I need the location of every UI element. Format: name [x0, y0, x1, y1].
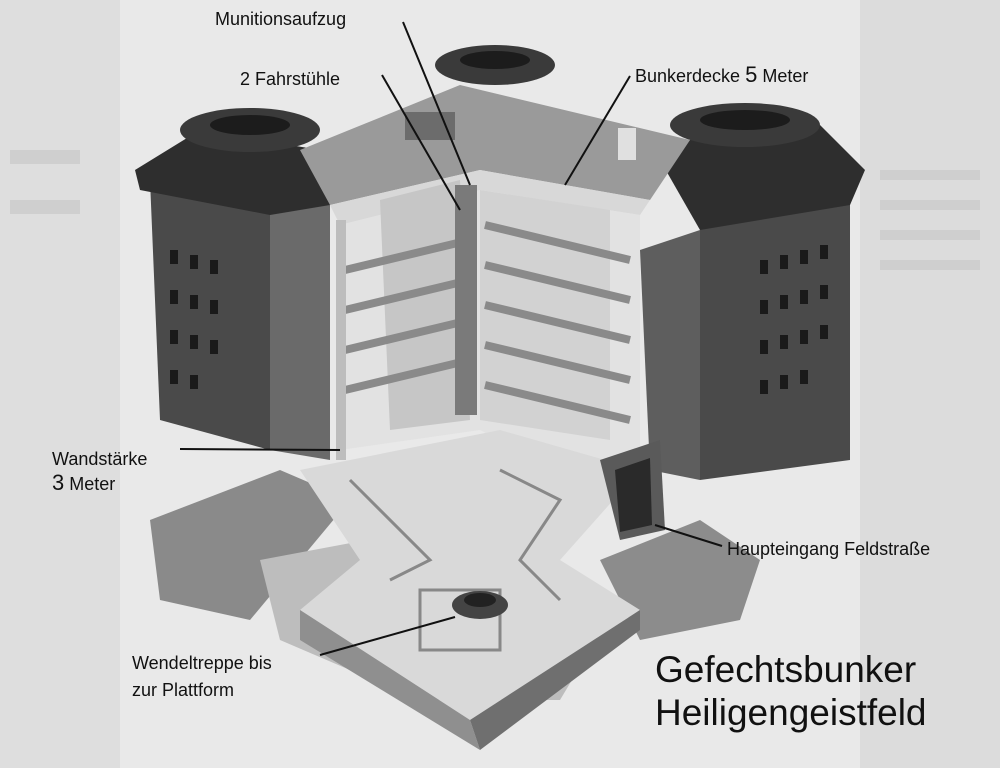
label-bunkerdecke-text: Bunkerdecke [635, 66, 741, 86]
lower-floor-plan [300, 430, 640, 750]
right-tower [640, 103, 865, 480]
label-wandstaerke-number: 3 [52, 470, 65, 495]
label-wandstaerke: Wandstärke [52, 449, 148, 469]
label-haupteingang: Haupteingang Feldstraße [727, 539, 931, 559]
label-munitionsaufzug: Munitionsaufzug [215, 9, 347, 29]
label-wendeltreppe-line2: zur Plattform [132, 680, 235, 700]
title-line2: Heiligengeistfeld [655, 692, 927, 733]
label-bunkerdecke: Bunkerdecke 5 Meter [635, 64, 808, 87]
label-bunkerdecke-number: 5 [745, 62, 758, 87]
label-bunkerdecke-unit: Meter [762, 66, 809, 86]
title-line1: Gefechtsbunker [655, 649, 917, 690]
label-wandstaerke-value: 3 Meter [52, 472, 115, 495]
label-wandstaerke-unit: Meter [69, 474, 116, 494]
label-fahrstuehle: 2 Fahrstühle [240, 69, 341, 89]
main-entrance [600, 440, 665, 540]
left-tower [135, 108, 330, 460]
rear-tower [435, 45, 555, 85]
cutaway-interior [336, 180, 640, 470]
leader-lines [179, 21, 723, 656]
label-wendeltreppe-line1: Wendeltreppe bis [132, 653, 272, 673]
diagram-title: Gefechtsbunker Heiligengeistfeld [655, 648, 927, 734]
